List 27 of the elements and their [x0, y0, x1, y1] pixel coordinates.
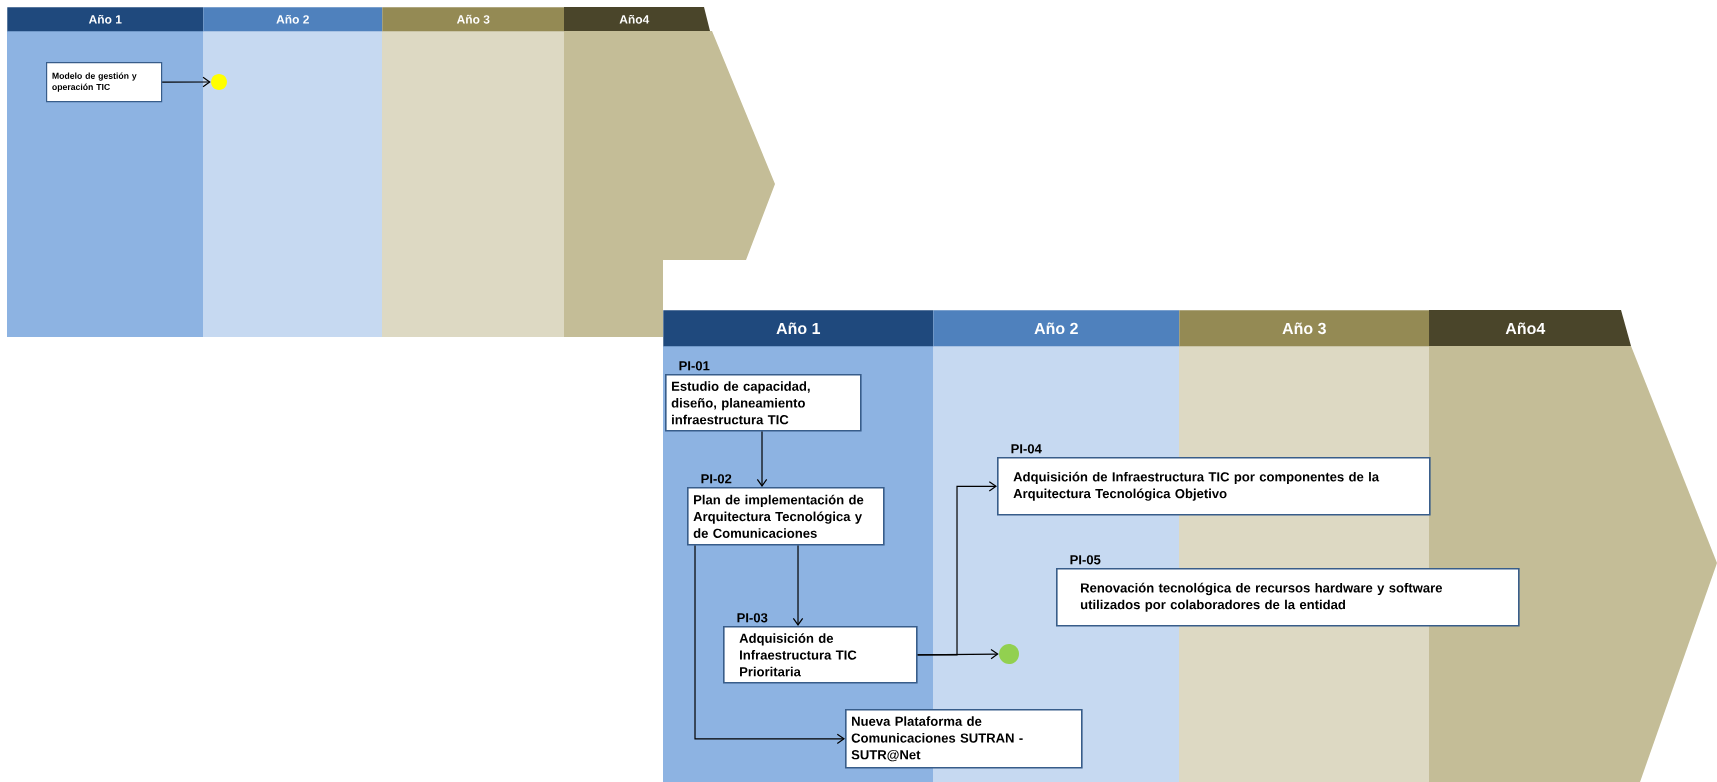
process-box: Nueva Plataforma de Comunicaciones SUTRAN - SUTR@Net: [845, 709, 1083, 769]
milestone-dot: [211, 74, 227, 90]
column-header: Año 2: [203, 7, 383, 32]
column-header: Año 2: [933, 310, 1180, 347]
column-header: Año4: [1429, 310, 1631, 346]
process-box: Plan de implementación de Arquitectura Tecnológica y de Comunicaciones: [687, 487, 885, 546]
column-header: Año 1: [7, 7, 204, 32]
code-label: PI-05: [1070, 555, 1101, 565]
process-box: Adquisición de Infraestructura TIC por componentes de la Arquitectura Tecnológica Objetivo: [997, 457, 1431, 516]
arrow: [756, 431, 768, 487]
column-header: Año4: [564, 7, 710, 31]
arrow: [917, 648, 999, 660]
code-label: PI-01: [679, 361, 710, 371]
arrow: [694, 545, 845, 745]
column-header: Año 3: [382, 7, 565, 32]
code-label: PI-03: [737, 613, 768, 623]
process-box: Renovación tecnológica de recursos hardware y software utilizados por colaboradores de la entidad: [1056, 568, 1520, 627]
code-label: PI-04: [1011, 444, 1042, 454]
process-box: Estudio de capacidad, diseño, planeamiento infraestructura TIC: [665, 374, 862, 432]
column-header: Año 1: [663, 310, 934, 347]
process-box: Modelo de gestión y operación TIC: [46, 62, 163, 103]
process-box: Adquisición de Infraestructura TIC Prioritaria: [723, 626, 918, 684]
arrow: [161, 76, 211, 88]
arrow: [792, 545, 804, 626]
code-label: PI-02: [701, 474, 732, 484]
column-header: Año 3: [1179, 310, 1430, 347]
milestone-dot: [999, 644, 1019, 664]
